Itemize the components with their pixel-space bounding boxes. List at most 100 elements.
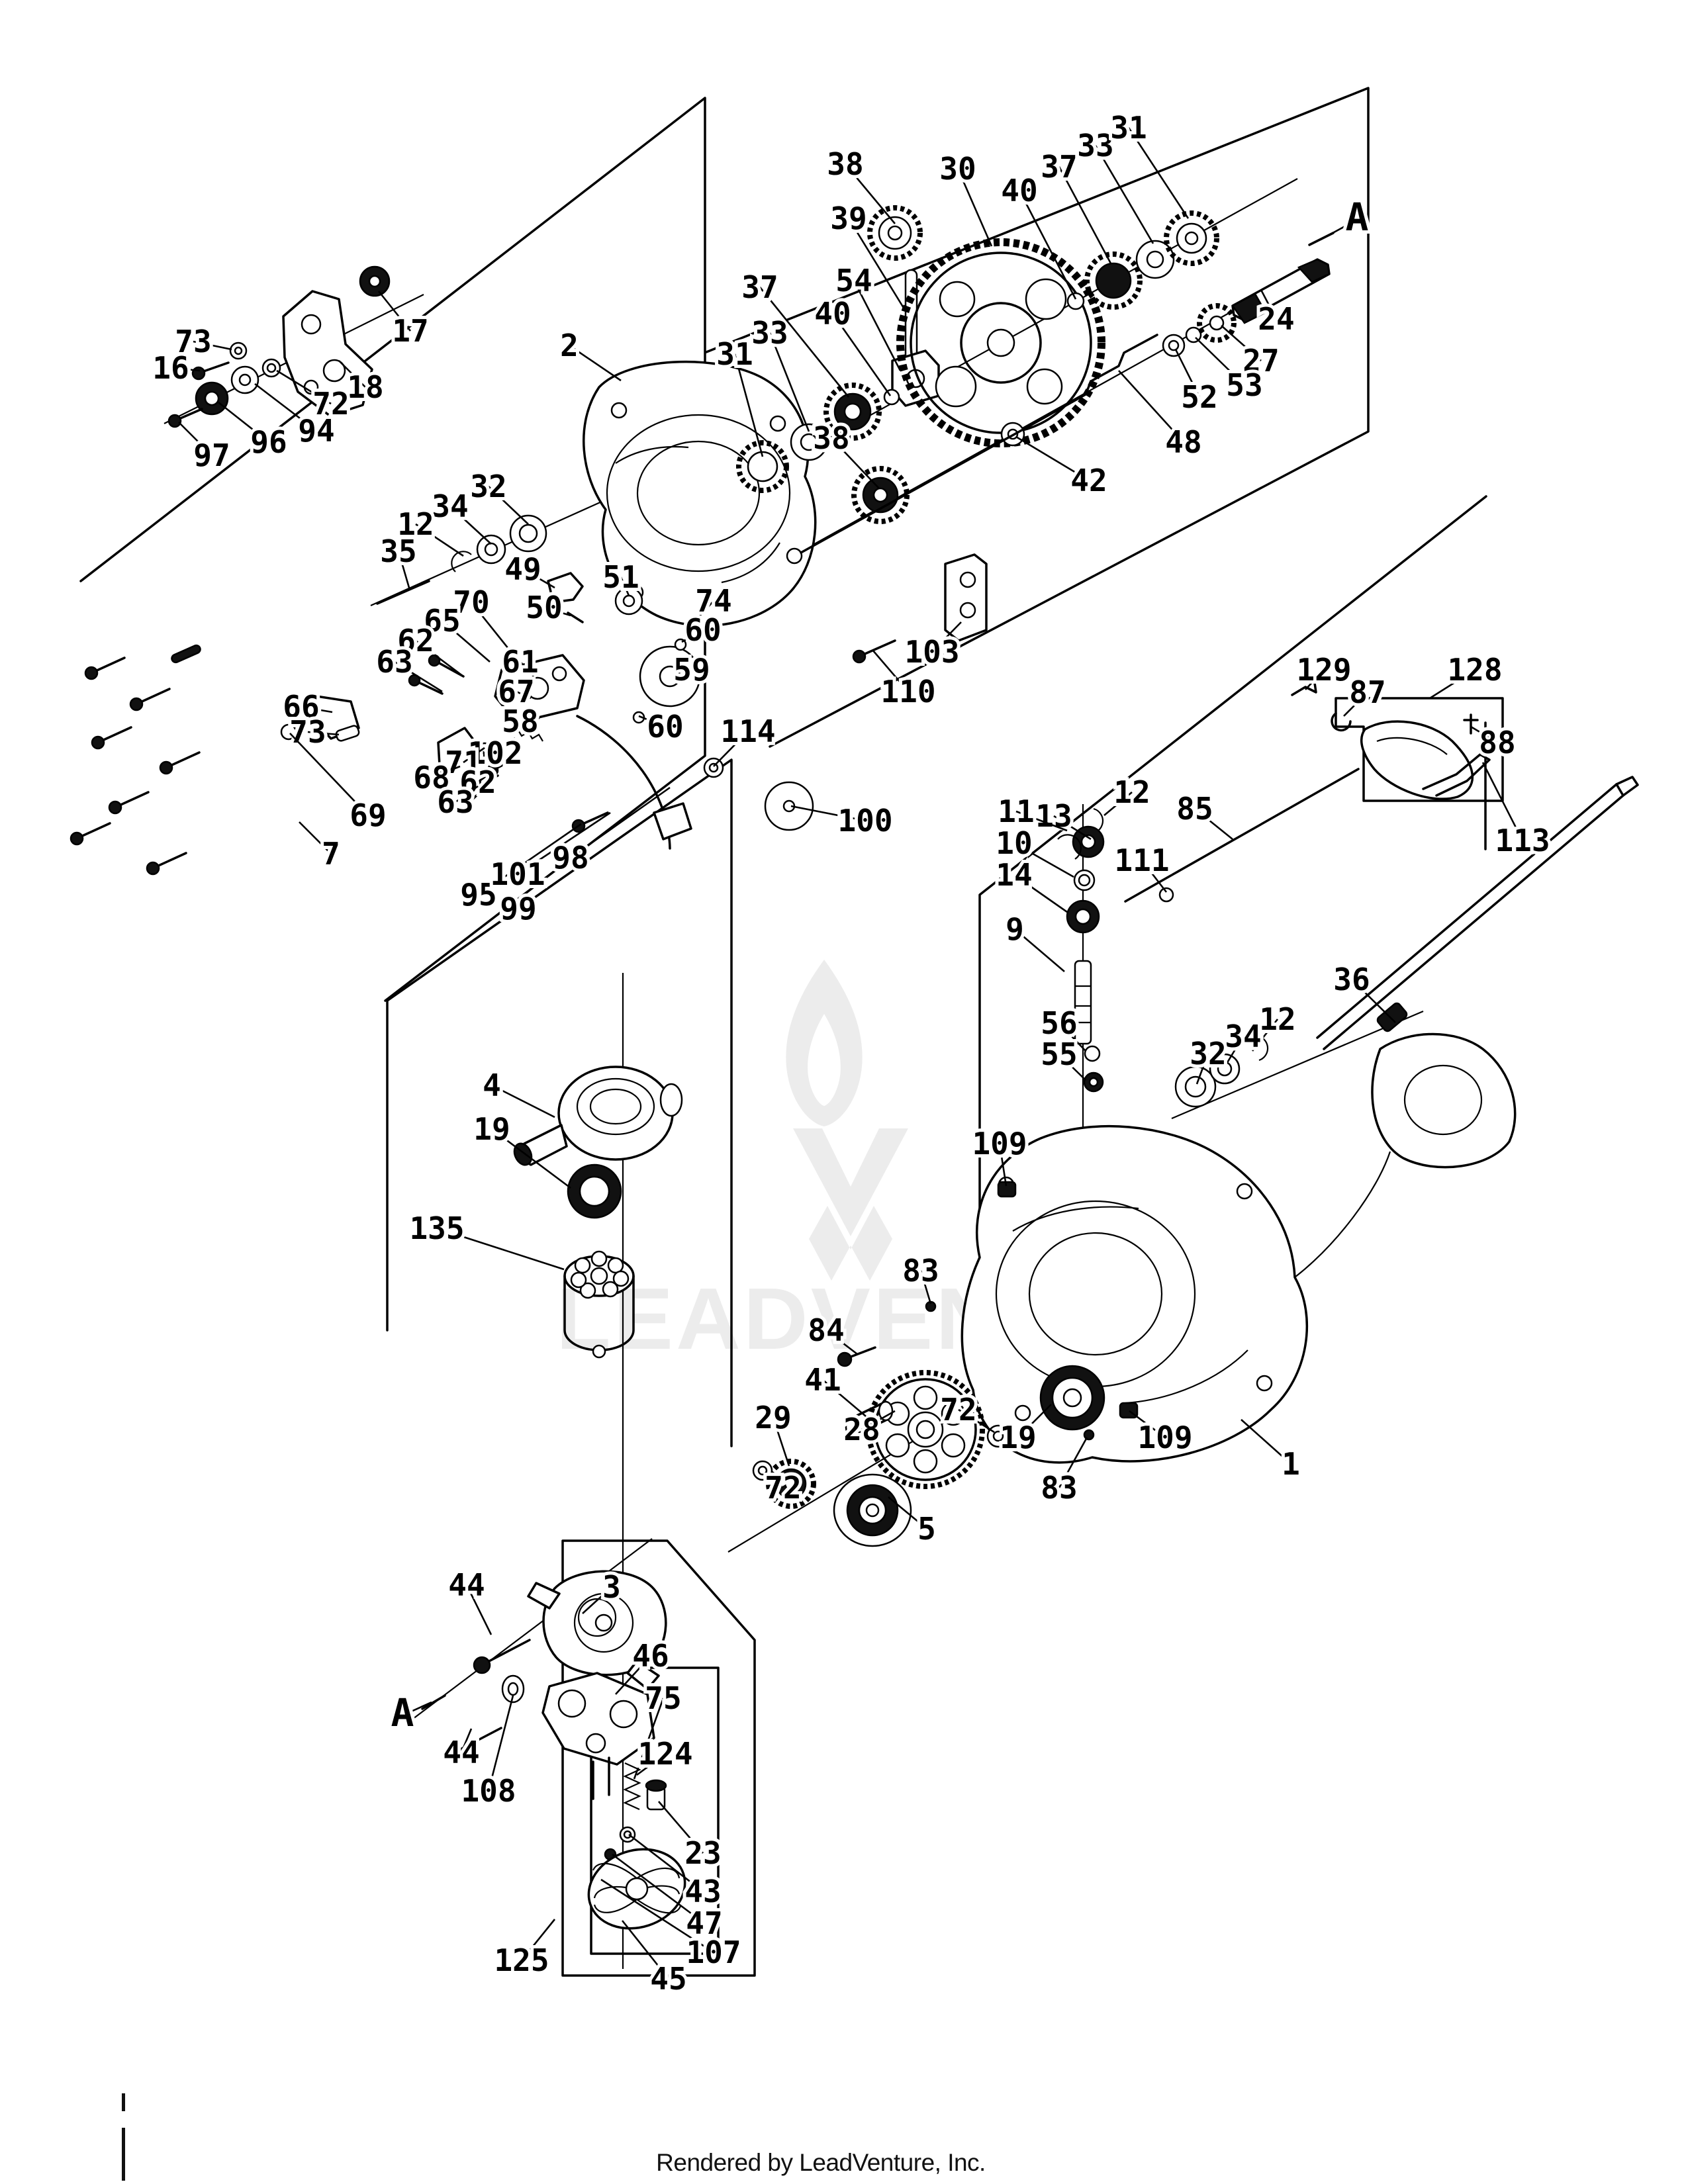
part-label-71: 71 [445, 745, 481, 780]
leader-line-72 [765, 1471, 784, 1488]
leader-line-62 [477, 766, 498, 784]
leader-line-72 [958, 1408, 995, 1433]
part-label-44: 44 [443, 1735, 479, 1770]
leader-line-45 [621, 1920, 670, 1979]
leader-line-63 [455, 785, 479, 803]
part-label-99: 99 [500, 891, 536, 927]
part-label-124: 124 [637, 1736, 692, 1772]
leader-line-88 [1470, 725, 1498, 744]
part-label-44: 44 [448, 1567, 485, 1603]
part-label-102: 102 [467, 735, 522, 771]
leader-line-10 [1013, 842, 1074, 878]
leader-line-109 [998, 1143, 1008, 1187]
rendered-by-credit: Rendered by LeadVenture, Inc. [656, 2149, 986, 2176]
part-label-40: 40 [814, 296, 851, 332]
part-label-32: 32 [1190, 1036, 1226, 1071]
part-label-63: 63 [376, 644, 412, 680]
v-logo-icon [793, 1128, 908, 1281]
leader-line-60 [638, 715, 666, 728]
part-label-62: 62 [397, 623, 434, 659]
leader-line-27 [1221, 325, 1262, 361]
leader-line-69 [289, 733, 369, 816]
leader-line-37 [1058, 166, 1112, 264]
leader-line-12 [415, 523, 464, 557]
leader-line-47 [612, 1853, 705, 1925]
part-label-16: 16 [152, 350, 189, 386]
part-label-60: 60 [647, 709, 683, 745]
carrier-plate-assembly [167, 265, 391, 428]
bolt-set-7 [70, 644, 201, 876]
part-label-129: 129 [1296, 652, 1351, 688]
leader-line-31 [1127, 127, 1190, 219]
part-label-3: 3 [602, 1569, 621, 1605]
leader-line-62 [415, 639, 464, 678]
leader-line-12 [1103, 792, 1133, 816]
part-label-13: 13 [1035, 798, 1072, 834]
part-label-63: 63 [437, 784, 473, 820]
part-label-48: 48 [1165, 424, 1201, 460]
leader-line-32 [1196, 1053, 1209, 1085]
part-label-73: 73 [175, 324, 211, 359]
part-label-110: 110 [880, 674, 935, 709]
part-label-68: 68 [413, 760, 449, 796]
part-label-33: 33 [751, 315, 788, 351]
leader-line-108 [487, 1695, 514, 1792]
leader-line-5 [888, 1496, 927, 1530]
leader-line-1 [1241, 1419, 1291, 1465]
leader-line-33 [1094, 145, 1154, 244]
leader-line-16 [170, 367, 201, 372]
leader-line-12 [1251, 1019, 1279, 1052]
leader-line-129 [1305, 669, 1325, 690]
leader-line-87 [1343, 692, 1368, 717]
part-label-72: 72 [940, 1392, 976, 1428]
leader-line-124 [636, 1752, 666, 1776]
part-label-46: 46 [632, 1638, 669, 1674]
leader-line-32 [488, 486, 529, 525]
leader-line-44 [460, 1728, 473, 1753]
part-label-35: 35 [380, 533, 416, 569]
leader-line-107 [600, 1878, 714, 1954]
part-label-A: A [391, 1690, 414, 1735]
part-label-125: 125 [494, 1942, 549, 1978]
leader-line-85 [1194, 807, 1233, 841]
leader-line-14 [1013, 874, 1068, 913]
leader-line-39 [847, 218, 907, 312]
leader-line-33 [769, 332, 810, 432]
part-label-56: 56 [1041, 1005, 1077, 1041]
part-label-59: 59 [673, 652, 710, 688]
leader-line-43 [628, 1833, 704, 1893]
leader-line-50 [543, 606, 571, 617]
leader-line-73 [193, 340, 232, 351]
main-housing-1 [837, 1032, 1517, 1464]
leader-line-3 [582, 1586, 612, 1614]
part-label-10: 10 [996, 825, 1032, 861]
leader-line-68 [431, 765, 461, 779]
leader-line-48 [1118, 370, 1184, 443]
part-label-128: 128 [1447, 652, 1502, 688]
final-drive-gearset [752, 1370, 985, 1547]
leader-line-41 [822, 1379, 867, 1417]
leader-line-74 [694, 600, 714, 621]
part-label-70: 70 [453, 584, 489, 620]
part-label-97: 97 [193, 437, 230, 473]
part-label-58: 58 [502, 704, 538, 739]
leader-line-30 [957, 168, 993, 247]
registration-mark-long [122, 2128, 125, 2181]
leader-line-54 [853, 280, 902, 371]
part-label-53: 53 [1226, 367, 1262, 403]
leader-line-103 [931, 621, 962, 653]
leader-line-99 [518, 831, 628, 910]
part-label-40: 40 [1001, 173, 1037, 208]
mount-bracket-103 [852, 553, 988, 664]
part-label-33: 33 [1077, 128, 1113, 163]
leader-line-18 [338, 360, 366, 388]
leader-line-19 [1017, 1404, 1052, 1438]
leader-line-102 [494, 737, 516, 754]
pump-assembly [513, 1066, 683, 1359]
part-label-108: 108 [461, 1773, 516, 1809]
part-label-36: 36 [1333, 962, 1370, 997]
part-label-95: 95 [460, 877, 496, 913]
part-label-94: 94 [298, 413, 334, 449]
leader-line-109 [1129, 1410, 1166, 1439]
part-label-43: 43 [684, 1874, 721, 1909]
